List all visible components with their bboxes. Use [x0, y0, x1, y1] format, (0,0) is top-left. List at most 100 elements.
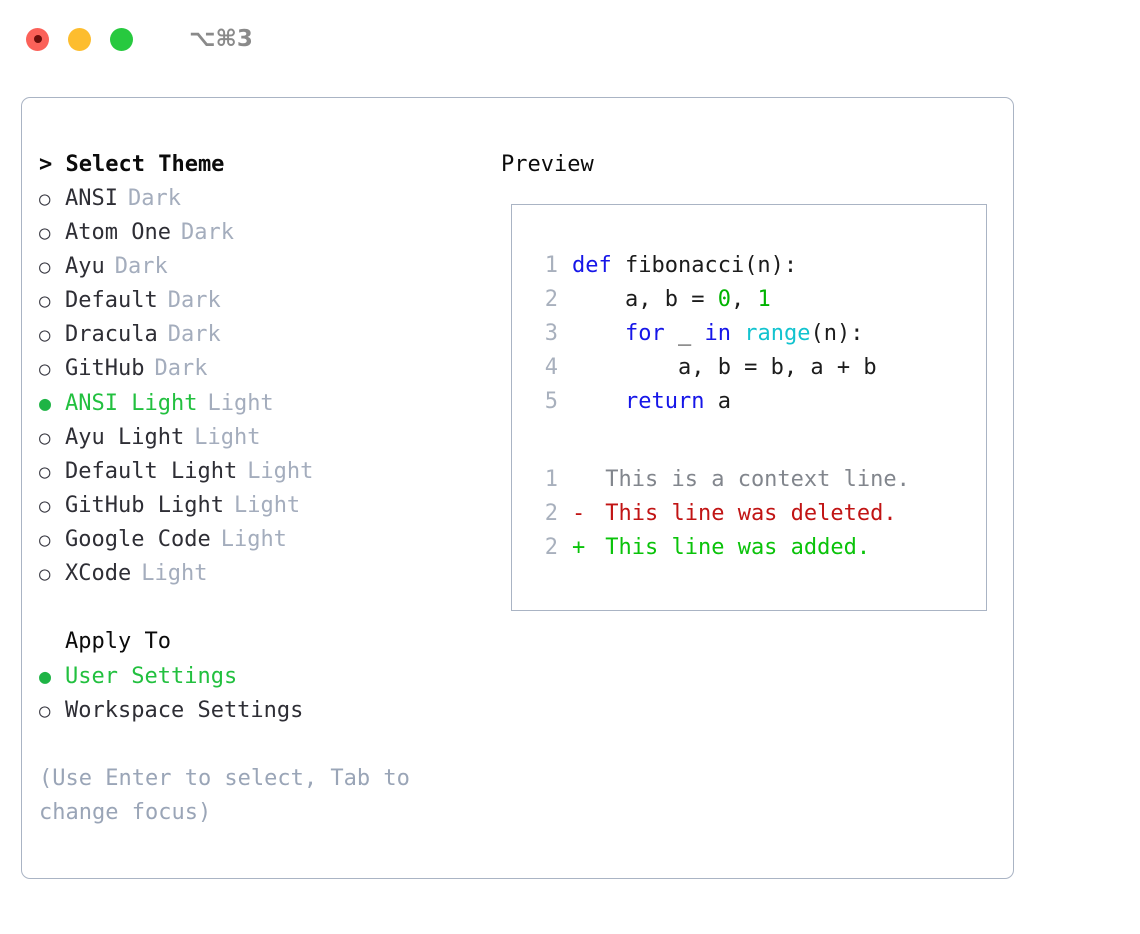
radio-unselected-icon[interactable]: ○	[39, 563, 51, 585]
theme-name: Atom One	[65, 220, 171, 245]
close-button[interactable]	[26, 27, 49, 51]
line-number: 3	[544, 321, 558, 346]
theme-list-item[interactable]: ○ Ayu Light Light	[39, 421, 499, 455]
theme-name: Default	[65, 288, 158, 313]
code-token: 0	[717, 287, 731, 312]
radio-unselected-icon[interactable]: ○	[39, 222, 51, 244]
theme-variant-badge: Light	[247, 459, 314, 484]
theme-variant-badge: Light	[220, 527, 287, 552]
theme-name: ANSI	[65, 186, 118, 211]
code-token: _	[664, 321, 705, 346]
radio-unselected-icon[interactable]: ○	[39, 427, 51, 449]
code-text: a, b = b, a + b	[572, 351, 877, 385]
code-line: 3 for _ in range(n):	[532, 317, 910, 351]
keyboard-hint-text: (Use Enter to select, Tab to change focu…	[39, 766, 410, 825]
code-text: def fibonacci(n):	[572, 249, 797, 283]
code-line: 1 def fibonacci(n):	[532, 249, 910, 283]
line-number: 1	[544, 253, 558, 278]
diff-text: This line was deleted.	[592, 501, 897, 526]
code-text: return a	[572, 385, 731, 419]
line-number: 2	[544, 501, 558, 526]
code-token: def	[572, 253, 625, 278]
radio-unselected-icon[interactable]: ○	[39, 188, 51, 210]
radio-selected-icon[interactable]: ●	[39, 391, 52, 415]
diff-line: 1 This is a context line.	[532, 463, 910, 497]
theme-variant-badge: Light	[141, 561, 208, 586]
radio-unselected-icon[interactable]: ○	[39, 461, 51, 483]
window-controls	[26, 27, 133, 51]
theme-list-item[interactable]: ○ Default Light Light	[39, 455, 499, 489]
theme-variant-badge: Dark	[114, 254, 168, 279]
radio-unselected-icon[interactable]: ○	[39, 290, 51, 312]
title-bar: ⌥⌘3	[0, 0, 1140, 78]
radio-selected-icon[interactable]: ●	[39, 664, 52, 688]
code-token: range	[744, 321, 811, 346]
apply-to-list[interactable]: ● User Settings ○ Workspace Settings	[39, 659, 499, 728]
theme-name: Default Light	[65, 459, 238, 484]
code-text: for _ in range(n):	[572, 317, 863, 351]
theme-name: Dracula	[65, 322, 158, 347]
diff-text: This is a context line.	[592, 467, 910, 492]
radio-unselected-icon[interactable]: ○	[39, 495, 51, 517]
theme-name: Ayu Light	[65, 425, 185, 450]
theme-list-item[interactable]: ○ Ayu Dark	[39, 250, 499, 284]
apply-to-name: User Settings	[65, 664, 238, 689]
theme-variant-badge: Light	[233, 493, 301, 518]
radio-unselected-icon[interactable]: ○	[39, 256, 51, 278]
code-token: for	[624, 321, 665, 346]
diff-line: 2- This line was deleted.	[532, 497, 910, 531]
code-token	[572, 321, 625, 346]
apply-to-item[interactable]: ● User Settings	[39, 659, 499, 694]
theme-list-item[interactable]: ○ Google Code Light	[39, 523, 499, 557]
code-token: a	[704, 389, 731, 414]
minimize-button[interactable]	[68, 27, 91, 51]
diff-line: 2 + This line was added.	[532, 531, 910, 565]
radio-unselected-icon[interactable]: ○	[39, 700, 51, 722]
radio-unselected-icon[interactable]: ○	[39, 324, 51, 346]
theme-variant-badge: Dark	[180, 220, 234, 245]
theme-variant-badge: Dark	[167, 322, 221, 347]
code-token: (n):	[810, 321, 864, 346]
diff-marker	[572, 463, 592, 497]
theme-list-item[interactable]: ● ANSI Light Light	[39, 386, 499, 421]
preview-column: Preview	[501, 148, 1001, 182]
apply-to-item[interactable]: ○ Workspace Settings	[39, 694, 499, 728]
radio-unselected-icon[interactable]: ○	[39, 358, 51, 380]
theme-name: GitHub	[65, 356, 145, 381]
theme-list-item[interactable]: ○ ANSI Dark	[39, 182, 499, 216]
theme-list-item[interactable]: ○ Dracula Dark	[39, 318, 499, 352]
apply-to-name: Workspace Settings	[65, 698, 304, 723]
theme-variant-badge: Dark	[127, 186, 181, 211]
code-token: in	[704, 321, 731, 346]
theme-name: Ayu	[65, 254, 105, 279]
code-token: a, b =	[572, 287, 718, 312]
theme-name: ANSI Light	[65, 391, 198, 416]
code-token: return	[624, 389, 705, 414]
apply-to-label: Apply To	[65, 629, 171, 654]
theme-list-item[interactable]: ○ Atom One Dark	[39, 216, 499, 250]
code-token	[731, 321, 744, 346]
line-number: 2	[544, 535, 558, 560]
maximize-button[interactable]	[110, 27, 133, 51]
code-token	[572, 389, 625, 414]
theme-variant-badge: Light	[207, 391, 274, 416]
code-text: a, b = 0, 1	[572, 283, 771, 317]
diff-marker: +	[572, 535, 586, 560]
theme-name: Google Code	[65, 527, 211, 552]
diff-text: This line was added.	[592, 535, 871, 560]
radio-unselected-icon[interactable]: ○	[39, 529, 51, 551]
code-token: a, b = b, a + b	[572, 355, 877, 380]
line-number: 5	[544, 389, 558, 414]
theme-variant-badge: Light	[194, 425, 261, 450]
